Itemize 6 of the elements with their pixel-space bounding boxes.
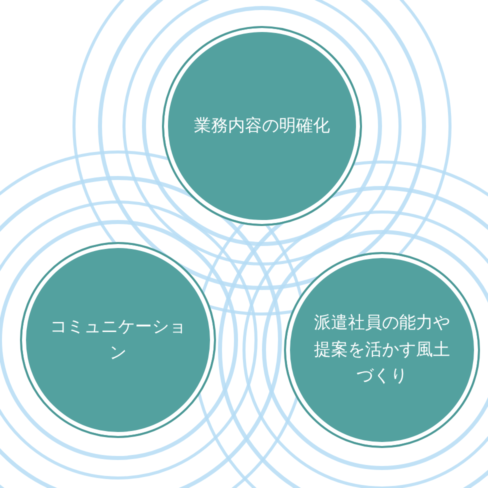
circle-node bbox=[162, 26, 362, 226]
node-label: コミュニケーション bbox=[49, 316, 187, 365]
node-label: 派遣社員の能力や提案を活かす風土づくり bbox=[313, 312, 451, 388]
circle-node bbox=[284, 252, 480, 448]
circle-node bbox=[20, 242, 216, 438]
node-label: 業務内容の明確化 bbox=[193, 114, 331, 138]
